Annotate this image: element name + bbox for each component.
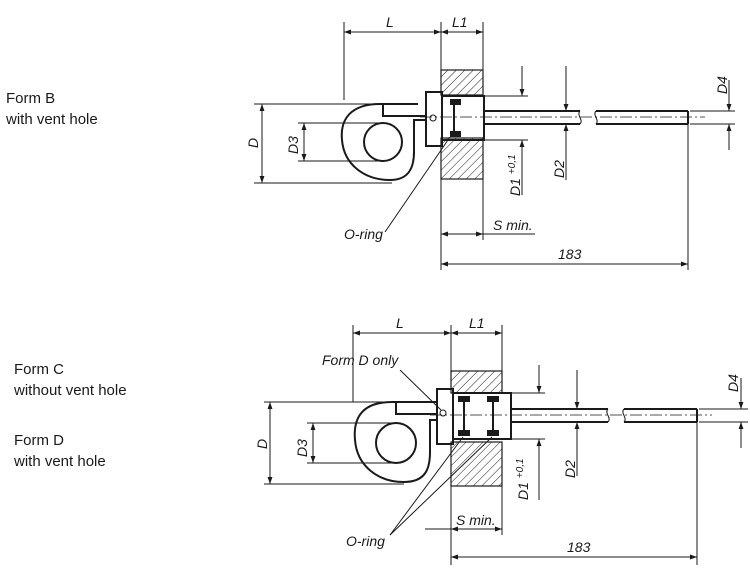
dim-L1-bottom: L1 bbox=[469, 315, 485, 331]
dim-D4-top: D4 bbox=[714, 76, 730, 94]
dim-D1-top-tol: +0,1 bbox=[507, 154, 518, 174]
o-ring-lower bbox=[450, 131, 461, 137]
dim-L-bottom: L bbox=[396, 315, 404, 331]
dim-D2-bottom: D2 bbox=[562, 460, 578, 478]
o-ring-leader-top bbox=[384, 136, 451, 233]
key-ring-outline-2 bbox=[353, 401, 437, 484]
plug-body-2 bbox=[452, 392, 512, 440]
length-bottom: 183 bbox=[567, 539, 591, 555]
dim-D4-bottom: D4 bbox=[725, 374, 741, 392]
dim-D2-top: D2 bbox=[551, 160, 567, 178]
dim-D3-bottom: D3 bbox=[294, 439, 310, 457]
drawing-form-b: L L1 D D3 D1 +0,1 D2 D4 bbox=[245, 14, 735, 270]
plug-body bbox=[441, 95, 485, 141]
s-min-top: S min. bbox=[493, 217, 533, 233]
o-ring-label-top: O-ring bbox=[344, 226, 383, 242]
key-ring-slot-2 bbox=[395, 402, 437, 415]
dim-L1-top: L1 bbox=[452, 14, 468, 30]
wall-upper-bottom bbox=[450, 370, 503, 394]
vent-hole-2 bbox=[439, 409, 447, 417]
length-top: 183 bbox=[558, 246, 582, 262]
wall-lower-bottom bbox=[450, 441, 503, 487]
o-ring-4 bbox=[487, 430, 499, 436]
vent-hole bbox=[429, 114, 437, 122]
o-ring-label-bottom: O-ring bbox=[346, 533, 385, 549]
o-ring-leader-1 bbox=[389, 436, 464, 536]
s-min-bottom: S min. bbox=[456, 512, 496, 528]
dim-D1-bottom-tol: +0,1 bbox=[515, 458, 526, 478]
form-c-label: Form C without vent hole bbox=[14, 359, 127, 401]
dim-D1-top: D1 +0,1 bbox=[507, 154, 523, 196]
form-d-title: Form D bbox=[14, 432, 64, 449]
plug-head bbox=[425, 91, 443, 147]
form-b-label: Form B with vent hole bbox=[6, 88, 98, 130]
dim-D1-bottom: D1 +0,1 bbox=[515, 458, 531, 500]
form-d-only-label: Form D only bbox=[322, 352, 399, 368]
wall-lower-top bbox=[440, 137, 484, 180]
plug-head-2 bbox=[436, 388, 454, 445]
key-ring-slot bbox=[382, 104, 426, 117]
o-ring-upper bbox=[450, 99, 461, 105]
form-d-label: Form D with vent hole bbox=[14, 430, 106, 472]
drawing-form-cd: L L1 Form D only D D3 D1 +0,1 D2 bbox=[254, 315, 748, 565]
dim-D-top: D bbox=[245, 138, 261, 148]
form-b-desc: with vent hole bbox=[6, 111, 98, 128]
dim-D-bottom: D bbox=[254, 439, 270, 449]
form-c-desc: without vent hole bbox=[14, 382, 127, 399]
dim-D1-bottom-label: D1 bbox=[515, 482, 531, 500]
wall-upper-top bbox=[440, 69, 484, 96]
form-d-only-leader bbox=[399, 369, 442, 411]
key-ring-hole bbox=[363, 122, 403, 162]
rod-break-right bbox=[594, 110, 598, 125]
form-c-title: Form C bbox=[14, 361, 64, 378]
key-ring-hole-2 bbox=[375, 422, 417, 464]
key-ring-outline bbox=[340, 103, 427, 182]
o-ring-2 bbox=[458, 430, 470, 436]
o-ring-1 bbox=[458, 396, 470, 402]
form-d-desc: with vent hole bbox=[14, 453, 106, 470]
dim-L-top: L bbox=[386, 14, 394, 30]
form-b-title: Form B bbox=[6, 90, 56, 107]
dim-D1-top-label: D1 bbox=[507, 178, 523, 196]
o-ring-3 bbox=[487, 396, 499, 402]
dim-D3-top: D3 bbox=[285, 136, 301, 154]
o-ring-leader-2 bbox=[389, 436, 493, 536]
rod-break-left bbox=[578, 110, 582, 125]
